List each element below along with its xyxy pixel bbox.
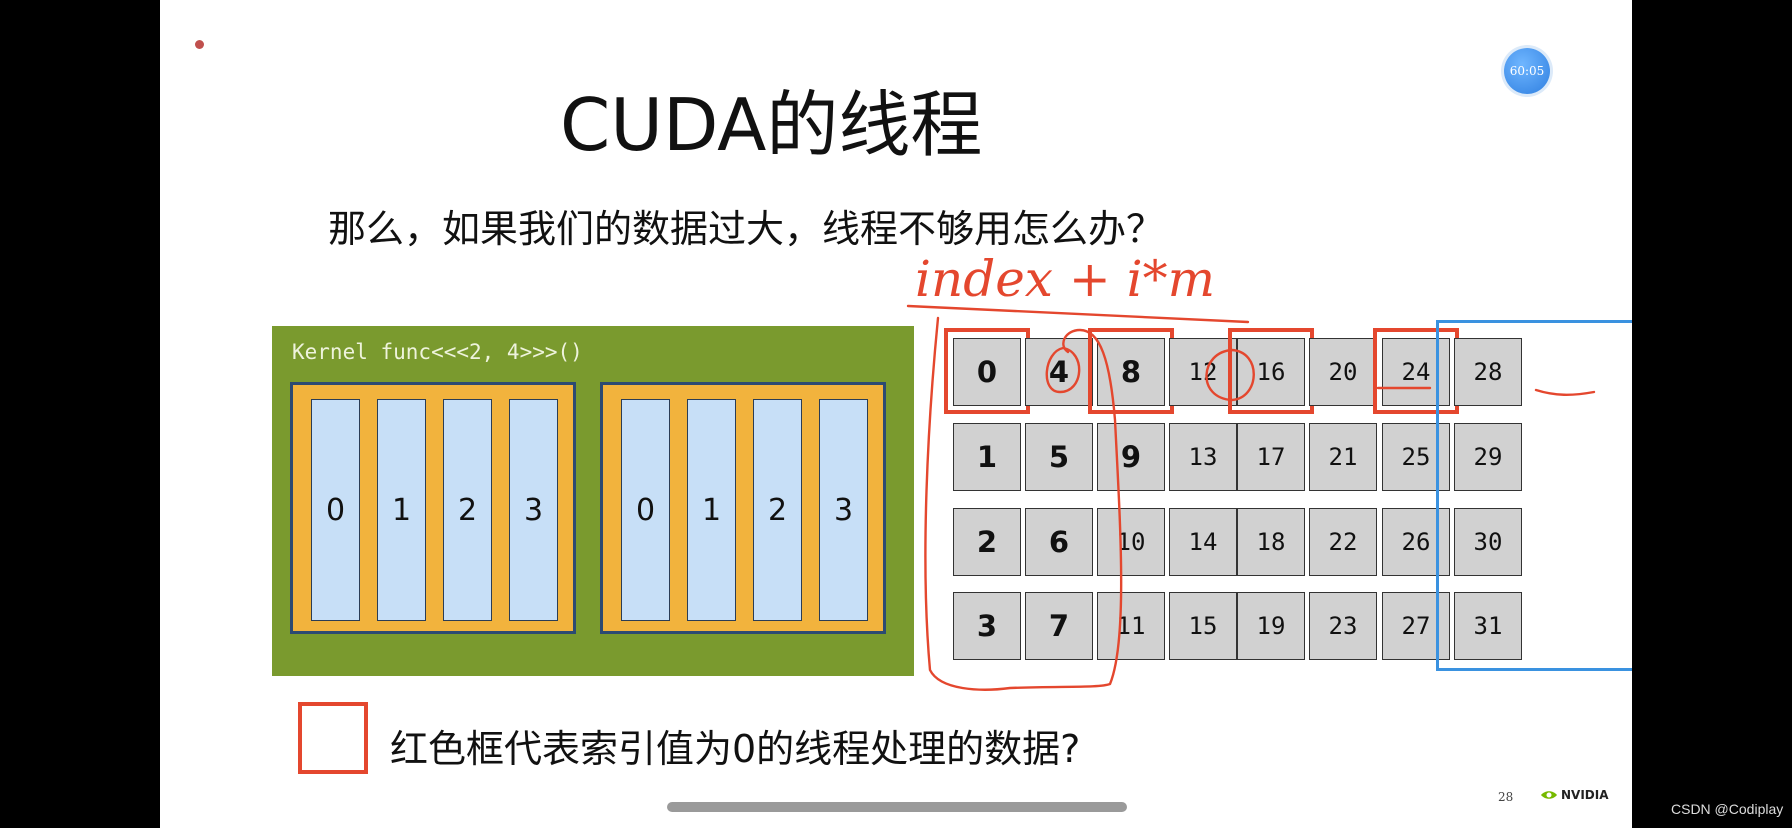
circle-4 <box>1045 346 1081 394</box>
page-number: 28 <box>1498 790 1514 804</box>
data-cell: 2 <box>953 508 1021 576</box>
handwriting-text: index + i*m <box>915 250 1215 308</box>
data-cell: 6 <box>1025 508 1093 576</box>
slide: 60:05 CUDA的线程 那么，如果我们的数据过大，线程不够用怎么办？ Ker… <box>160 0 1632 828</box>
legend-red-box <box>298 702 368 774</box>
question-text: 那么，如果我们的数据过大，线程不够用怎么办？ <box>328 207 1165 251</box>
thread: 2 <box>753 399 802 621</box>
thread: 3 <box>819 399 868 621</box>
watermark: CSDN @Codiplay <box>1671 801 1784 817</box>
data-cell: 28 <box>1454 338 1522 406</box>
data-cell: 3 <box>953 592 1021 660</box>
formula-underline <box>906 304 1250 324</box>
thread-block-0: 0 1 2 3 <box>290 382 576 634</box>
kernel-panel: Kernel func<<<2, 4>>>() 0 1 2 3 0 1 2 3 <box>272 326 914 676</box>
data-cell: 1 <box>953 423 1021 491</box>
data-cell: 7 <box>1025 592 1093 660</box>
legend-text: 红色框代表索引值为0的线程处理的数据? <box>390 727 1081 771</box>
data-cell: 5 <box>1025 423 1093 491</box>
kernel-label: Kernel func<<<2, 4>>>() <box>292 340 583 364</box>
data-cell: 12 <box>1169 338 1237 406</box>
data-cell: 23 <box>1309 592 1377 660</box>
data-cell: 16 <box>1237 338 1305 406</box>
data-cell: 17 <box>1237 423 1305 491</box>
thread: 1 <box>377 399 426 621</box>
thread-block-1: 0 1 2 3 <box>600 382 886 634</box>
data-cell: 18 <box>1237 508 1305 576</box>
data-cell: 20 <box>1309 338 1377 406</box>
underline-28 <box>1534 388 1596 396</box>
horizontal-scrollbar[interactable] <box>667 802 1127 812</box>
data-cell: 30 <box>1454 508 1522 576</box>
data-cell: 14 <box>1169 508 1237 576</box>
column-loop <box>924 316 1123 691</box>
data-cell: 0 <box>953 338 1021 406</box>
thread: 0 <box>621 399 670 621</box>
thread: 0 <box>311 399 360 621</box>
slide-title: CUDA的线程 <box>560 83 983 167</box>
data-cell: 29 <box>1454 423 1522 491</box>
data-cell: 9 <box>1097 423 1165 491</box>
data-cell: 22 <box>1309 508 1377 576</box>
nvidia-logo: NVIDIA <box>1540 788 1609 802</box>
data-cell: 10 <box>1097 508 1165 576</box>
thread: 2 <box>443 399 492 621</box>
circle-12 <box>1205 348 1255 402</box>
data-cell: 31 <box>1454 592 1522 660</box>
nvidia-logo-text: NVIDIA <box>1561 788 1609 802</box>
handwritten-annotations: index + i*m <box>906 250 1596 691</box>
data-cell: 21 <box>1309 423 1377 491</box>
data-cell: 13 <box>1169 423 1237 491</box>
data-cell: 15 <box>1169 592 1237 660</box>
timer-badge[interactable]: 60:05 <box>1504 48 1550 94</box>
thread: 3 <box>509 399 558 621</box>
data-cell: 11 <box>1097 592 1165 660</box>
blue-highlight-box <box>1436 320 1632 671</box>
thread: 1 <box>687 399 736 621</box>
data-cell: 19 <box>1237 592 1305 660</box>
nvidia-eye-icon <box>1541 791 1557 799</box>
pointer-dot <box>195 40 204 49</box>
